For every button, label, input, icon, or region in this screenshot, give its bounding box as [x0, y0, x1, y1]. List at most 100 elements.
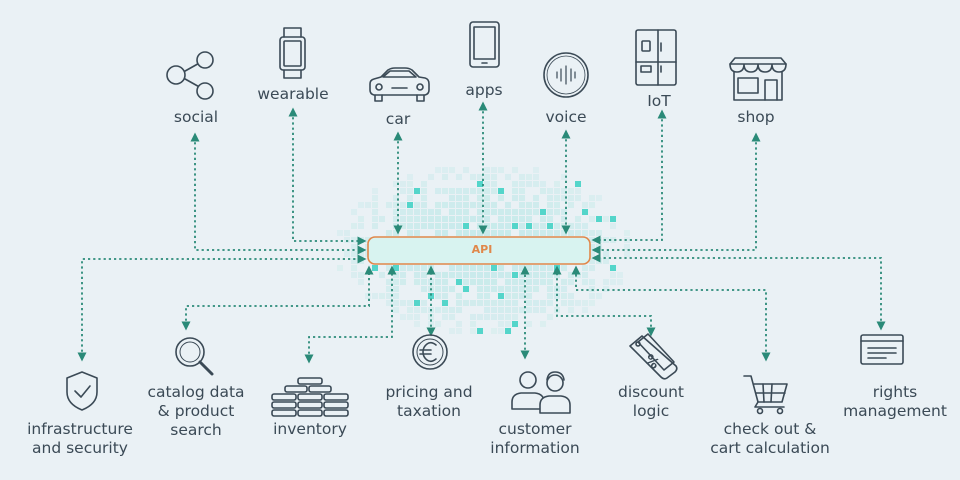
cloud-tile	[505, 230, 511, 236]
cloud-tile	[533, 286, 539, 292]
cloud-tile	[589, 293, 595, 299]
cloud-tile	[407, 230, 413, 236]
cloud-tile	[526, 202, 532, 208]
cloud-tile	[519, 174, 525, 180]
cloud-tile	[491, 307, 497, 313]
cloud-tile	[540, 300, 546, 306]
cloud-tile	[610, 216, 616, 222]
cloud-tile	[561, 293, 567, 299]
cloud-tile	[561, 230, 567, 236]
node-label-voice: voice	[545, 108, 587, 126]
cloud-tile	[540, 279, 546, 285]
cloud-tile	[393, 307, 399, 313]
cloud-tile	[470, 188, 476, 194]
cloud-tile	[491, 188, 497, 194]
cloud-tile	[526, 279, 532, 285]
cloud-tile	[449, 223, 455, 229]
cloud-tile	[456, 265, 462, 271]
cloud-tile	[505, 286, 511, 292]
cloud-tile	[470, 272, 476, 278]
cloud-tile	[421, 279, 427, 285]
cloud-tile	[414, 223, 420, 229]
cloud-tile	[414, 279, 420, 285]
cloud-tile	[393, 293, 399, 299]
cloud-tile	[456, 279, 462, 285]
cloud-tile	[491, 272, 497, 278]
cloud-tile	[575, 300, 581, 306]
cloud-tile	[575, 230, 581, 236]
cloud-tile	[484, 300, 490, 306]
cloud-tile	[526, 293, 532, 299]
connector-shop	[591, 132, 761, 255]
cloud-tile	[442, 293, 448, 299]
cloud-tile	[512, 321, 518, 327]
cloud-tile	[414, 314, 420, 320]
node-label-rights: rights management	[843, 383, 947, 420]
cloud-tile	[610, 265, 616, 271]
cloud-tile	[414, 321, 420, 327]
cloud-tile	[400, 216, 406, 222]
cloud-tile	[449, 272, 455, 278]
cloud-tile	[463, 300, 469, 306]
node-label-iot: IoT	[647, 92, 671, 110]
cloud-tile	[435, 188, 441, 194]
cloud-tile	[610, 279, 616, 285]
cloud-tile	[533, 307, 539, 313]
cloud-tile	[554, 230, 560, 236]
cloud-tile	[589, 216, 595, 222]
cloud-tile	[393, 230, 399, 236]
cloud-tile	[512, 272, 518, 278]
cloud-tile	[400, 223, 406, 229]
cloud-tile	[365, 237, 371, 243]
cloud-tile	[344, 230, 350, 236]
cloud-tile	[505, 209, 511, 215]
cloud-tile	[435, 223, 441, 229]
cloud-tile	[519, 202, 525, 208]
cloud-tile	[351, 223, 357, 229]
cloud-tile	[442, 286, 448, 292]
connector-checkout	[571, 265, 771, 362]
node-label-apps: apps	[465, 81, 503, 99]
cloud-tile	[484, 307, 490, 313]
cloud-tile	[449, 188, 455, 194]
cloud-tile	[589, 195, 595, 201]
storefront-icon	[729, 57, 787, 101]
tablet-icon	[469, 21, 500, 68]
cloud-tile	[596, 230, 602, 236]
cloud-tile	[526, 307, 532, 313]
cloud-tile	[435, 209, 441, 215]
cloud-tile	[456, 216, 462, 222]
cloud-tile	[526, 321, 532, 327]
cloud-tile	[512, 265, 518, 271]
cloud-tile	[421, 216, 427, 222]
cloud-tile	[603, 216, 609, 222]
cloud-tile	[596, 293, 602, 299]
cloud-tile	[414, 265, 420, 271]
cloud-tile	[540, 265, 546, 271]
cloud-tile	[526, 223, 532, 229]
shield-check-icon	[66, 371, 98, 411]
cloud-tile	[470, 314, 476, 320]
cloud-tile	[407, 223, 413, 229]
node-label-discount: discount logic	[618, 383, 684, 420]
cloud-tile	[582, 209, 588, 215]
cloud-tile	[526, 272, 532, 278]
cloud-tile	[372, 188, 378, 194]
cloud-tile	[575, 216, 581, 222]
cloud-tile	[533, 265, 539, 271]
cloud-tile	[547, 230, 553, 236]
api-label: API	[471, 243, 493, 256]
cloud-tile	[519, 181, 525, 187]
api-box[interactable]	[367, 236, 591, 265]
cloud-tile	[400, 188, 406, 194]
cloud-tile	[421, 300, 427, 306]
cloud-tile	[358, 237, 364, 243]
cloud-tile	[554, 195, 560, 201]
cloud-tile	[484, 230, 490, 236]
cloud-tile	[512, 195, 518, 201]
cloud-tile	[484, 272, 490, 278]
voice-assistant-icon	[543, 52, 589, 98]
cloud-tile	[442, 216, 448, 222]
cloud-tile	[463, 265, 469, 271]
cloud-tile	[344, 251, 350, 257]
